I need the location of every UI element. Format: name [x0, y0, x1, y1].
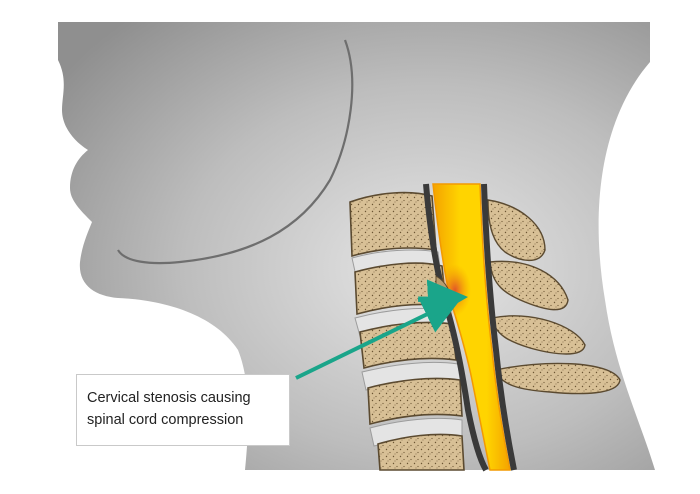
- teal-arrow-icon: [295, 279, 468, 380]
- canal-back-wall: [481, 183, 517, 471]
- stenosis-callout-box: Cervical stenosis causing spinal cord co…: [76, 374, 290, 446]
- spinous-processes: [487, 199, 621, 395]
- jaw-line: [117, 39, 354, 265]
- canal-front-wall: [423, 183, 489, 472]
- callout-line-2: spinal cord compression: [87, 412, 244, 428]
- callout-line-1: Cervical stenosis causing: [87, 390, 251, 406]
